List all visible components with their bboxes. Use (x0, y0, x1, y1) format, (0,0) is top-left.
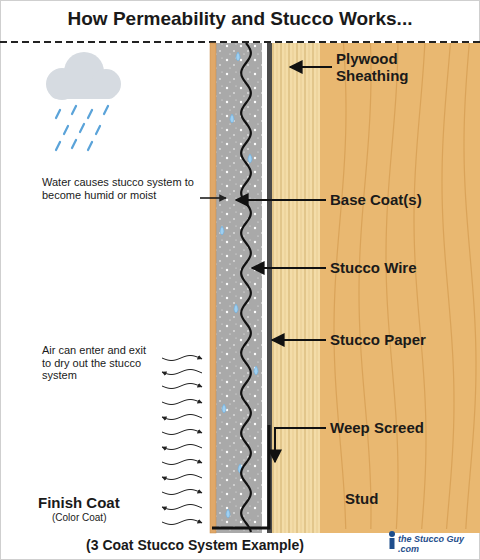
stucco-wire (241, 43, 251, 532)
part-label: Plywood Sheathing (336, 50, 436, 85)
note-text: Water causes stucco system to become hum… (42, 176, 198, 201)
stud (320, 43, 480, 533)
weep-screed (212, 425, 269, 528)
base-coat (215, 43, 262, 533)
rain-cloud (46, 52, 121, 100)
note-text: Air can enter and exit to dry out the st… (42, 344, 154, 382)
water-drops (220, 52, 258, 518)
watermark: the Stucco Guy .com (398, 534, 472, 555)
diagram-title: How Permeability and Stucco Works... (0, 8, 480, 30)
plywood-sheathing (272, 43, 320, 533)
part-sublabel: (Color Coat) (52, 512, 152, 524)
wood-grain (334, 43, 476, 529)
air-flow-arrows (162, 356, 202, 525)
logo-figure (389, 531, 395, 549)
rain-drops (56, 106, 108, 150)
caption: (3 Coat Stucco System Example) (20, 537, 370, 553)
finish-coat (210, 43, 216, 533)
part-label: Weep Screed (330, 419, 470, 436)
part-label: Stucco Wire (330, 259, 470, 276)
part-label: Stucco Paper (330, 331, 470, 348)
leader-arrows (200, 67, 332, 462)
part-label: Finish Coat (38, 494, 158, 511)
dashed-rule (0, 41, 480, 43)
part-label: Stud (345, 490, 465, 507)
part-label: Base Coat(s) (330, 191, 470, 208)
